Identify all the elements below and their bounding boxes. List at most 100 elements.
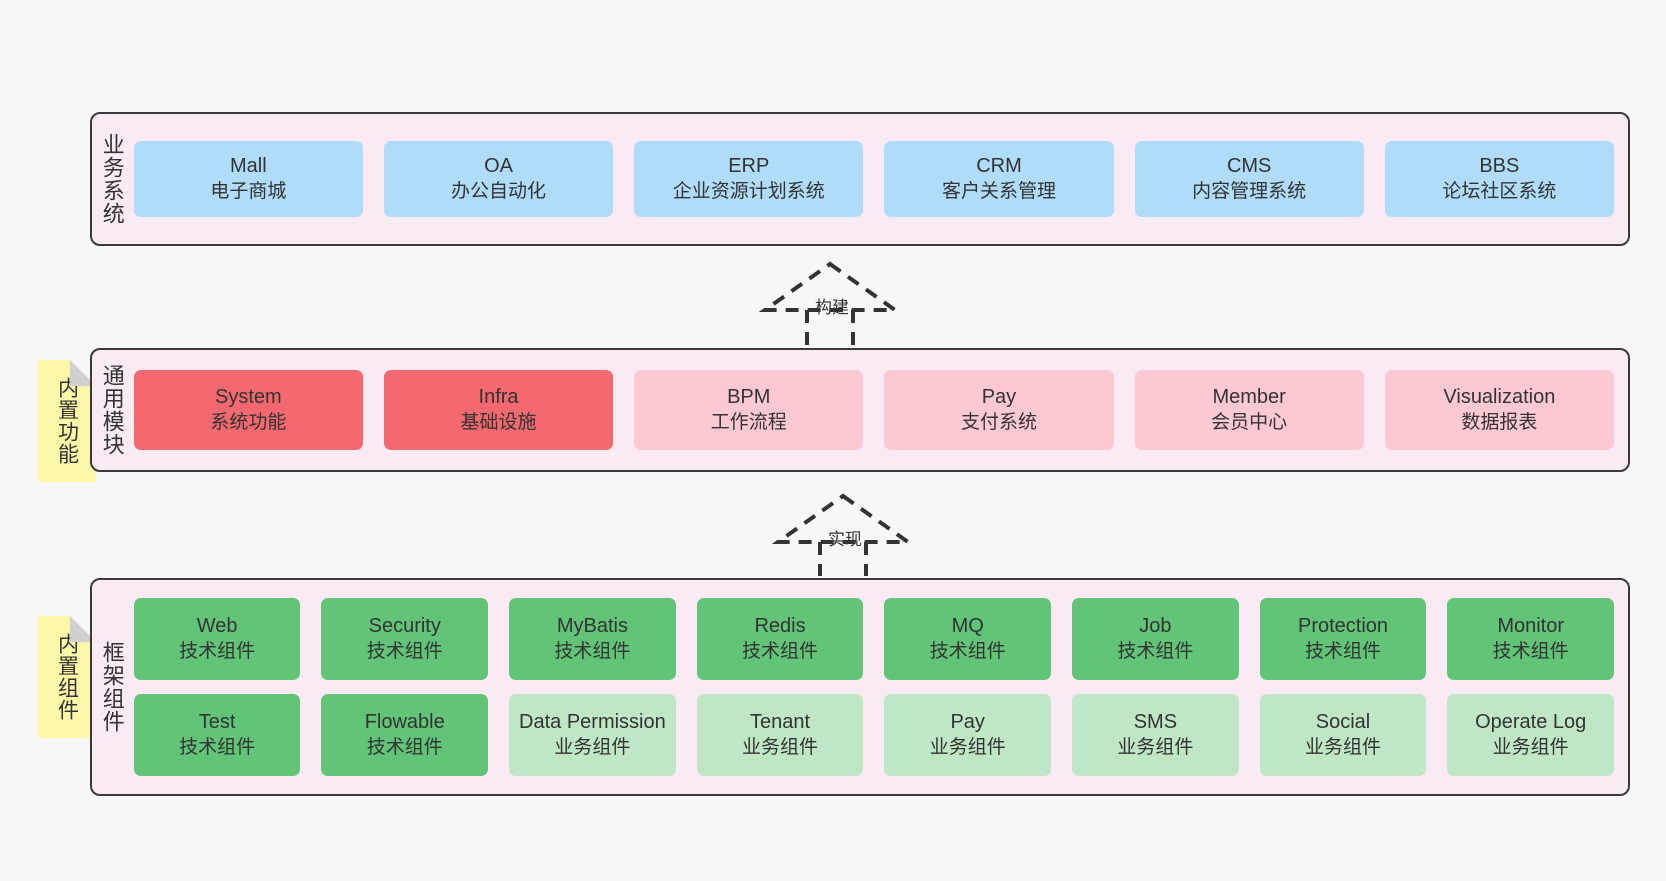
card-crm[interactable]: CRM 客户关系管理 bbox=[884, 141, 1114, 217]
card-title: Redis bbox=[754, 615, 806, 638]
card-subtitle: 数据报表 bbox=[1461, 411, 1538, 433]
card-mall[interactable]: Mall 电子商城 bbox=[133, 141, 363, 217]
layer-business-system: 业务系统 Mall 电子商城 OA 办公自动化 ERP 企业资源计划系统 CRM… bbox=[90, 112, 1630, 246]
card-title: Test bbox=[198, 711, 236, 734]
card-subtitle: 技术组件 bbox=[366, 736, 443, 758]
card-title: MyBatis bbox=[556, 615, 628, 638]
card-subtitle: 业务组件 bbox=[929, 736, 1006, 758]
card-oa[interactable]: OA 办公自动化 bbox=[383, 141, 614, 217]
card-title: Data Permission bbox=[519, 711, 666, 734]
card-pay[interactable]: Pay 支付系统 bbox=[884, 370, 1114, 450]
card-redis[interactable]: Redis 技术组件 bbox=[696, 598, 864, 680]
card-sms[interactable]: SMS 业务组件 bbox=[1072, 694, 1239, 776]
card-title: Flowable bbox=[364, 711, 445, 734]
card-title: Web bbox=[196, 615, 238, 638]
card-subtitle: 内容管理系统 bbox=[1192, 180, 1307, 202]
card-title: Tenant bbox=[750, 711, 811, 734]
card-title: Pay bbox=[950, 711, 985, 734]
note-builtin-component: 内置组件 bbox=[38, 616, 96, 738]
card-visualization[interactable]: Visualization 数据报表 bbox=[1384, 370, 1614, 450]
card-title: Monitor bbox=[1497, 615, 1565, 638]
card-bbs[interactable]: BBS 论坛社区系统 bbox=[1384, 141, 1614, 217]
card-infra[interactable]: Infra 基础设施 bbox=[383, 370, 614, 450]
card-subtitle: 技术组件 bbox=[1492, 640, 1569, 662]
card-subtitle: 工作流程 bbox=[710, 411, 787, 433]
layer-body-framework-component: Web 技术组件 Security 技术组件 MyBatis 技术组件 Redi… bbox=[130, 580, 1628, 794]
card-subtitle: 技术组件 bbox=[1305, 640, 1382, 662]
card-title: Social bbox=[1315, 711, 1371, 734]
card-title: BBS bbox=[1479, 155, 1520, 178]
card-subtitle: 业务组件 bbox=[554, 736, 631, 758]
card-title: Infra bbox=[478, 386, 519, 409]
card-subtitle: 技术组件 bbox=[929, 640, 1006, 662]
card-subtitle: 技术组件 bbox=[1117, 640, 1194, 662]
card-operate-log[interactable]: Operate Log 业务组件 bbox=[1447, 694, 1614, 776]
card-subtitle: 论坛社区系统 bbox=[1442, 180, 1557, 202]
card-title: Member bbox=[1212, 386, 1286, 409]
card-title: Visualization bbox=[1443, 386, 1556, 409]
connector-build-label: 构建 bbox=[815, 298, 849, 317]
card-title: System bbox=[215, 386, 282, 409]
note-builtin-function: 内置功能 bbox=[38, 360, 96, 482]
card-security[interactable]: Security 技术组件 bbox=[321, 598, 489, 680]
card-subtitle: 业务组件 bbox=[1117, 736, 1194, 758]
card-title: Operate Log bbox=[1475, 711, 1587, 734]
card-row: Web 技术组件 Security 技术组件 MyBatis 技术组件 Redi… bbox=[133, 598, 1614, 680]
card-title: CMS bbox=[1226, 155, 1272, 178]
card-subtitle: 业务组件 bbox=[742, 736, 819, 758]
card-subtitle: 会员中心 bbox=[1211, 411, 1288, 433]
card-monitor[interactable]: Monitor 技术组件 bbox=[1447, 598, 1614, 680]
card-bpm[interactable]: BPM 工作流程 bbox=[634, 370, 864, 450]
card-protection[interactable]: Protection 技术组件 bbox=[1259, 598, 1427, 680]
card-mq[interactable]: MQ 技术组件 bbox=[884, 598, 1052, 680]
card-subtitle: 支付系统 bbox=[960, 411, 1037, 433]
card-title: OA bbox=[484, 155, 513, 178]
card-title: Pay bbox=[981, 386, 1017, 409]
card-title: Protection bbox=[1297, 615, 1389, 638]
layer-title-business-system: 业务系统 bbox=[99, 133, 125, 225]
card-subtitle: 企业资源计划系统 bbox=[672, 180, 825, 202]
card-subtitle: 技术组件 bbox=[179, 736, 256, 758]
card-subtitle: 电子商城 bbox=[210, 180, 287, 202]
layer-title-framework-component: 框架组件 bbox=[99, 641, 125, 733]
card-title: MQ bbox=[951, 615, 984, 638]
card-row: Mall 电子商城 OA 办公自动化 ERP 企业资源计划系统 CRM 客户关系… bbox=[133, 141, 1614, 217]
card-subtitle: 技术组件 bbox=[179, 640, 256, 662]
card-subtitle: 系统功能 bbox=[210, 411, 287, 433]
card-pay-business[interactable]: Pay 业务组件 bbox=[884, 694, 1052, 776]
card-subtitle: 技术组件 bbox=[554, 640, 631, 662]
layer-common-module: 通用模块 System 系统功能 Infra 基础设施 BPM 工作流程 Pay… bbox=[90, 348, 1630, 472]
card-title: ERP bbox=[728, 155, 770, 178]
card-tenant[interactable]: Tenant 业务组件 bbox=[696, 694, 864, 776]
card-data-permission[interactable]: Data Permission 业务组件 bbox=[509, 694, 676, 776]
note-text: 内置功能 bbox=[55, 377, 79, 465]
layer-body-business-system: Mall 电子商城 OA 办公自动化 ERP 企业资源计划系统 CRM 客户关系… bbox=[130, 114, 1628, 244]
card-mybatis[interactable]: MyBatis 技术组件 bbox=[509, 598, 676, 680]
connector-implement-label: 实现 bbox=[828, 530, 862, 549]
card-title: Mall bbox=[230, 155, 267, 178]
card-system[interactable]: System 系统功能 bbox=[133, 370, 363, 450]
card-subtitle: 技术组件 bbox=[366, 640, 443, 662]
card-row: System 系统功能 Infra 基础设施 BPM 工作流程 Pay 支付系统… bbox=[133, 370, 1614, 450]
card-flowable[interactable]: Flowable 技术组件 bbox=[321, 694, 489, 776]
card-social[interactable]: Social 业务组件 bbox=[1259, 694, 1427, 776]
card-erp[interactable]: ERP 企业资源计划系统 bbox=[634, 141, 864, 217]
card-subtitle: 技术组件 bbox=[742, 640, 819, 662]
card-cms[interactable]: CMS 内容管理系统 bbox=[1134, 141, 1364, 217]
card-title: Security bbox=[368, 615, 441, 638]
card-member[interactable]: Member 会员中心 bbox=[1134, 370, 1364, 450]
card-subtitle: 业务组件 bbox=[1305, 736, 1382, 758]
card-test[interactable]: Test 技术组件 bbox=[133, 694, 301, 776]
card-subtitle: 办公自动化 bbox=[451, 180, 547, 202]
card-subtitle: 基础设施 bbox=[460, 411, 537, 433]
note-text: 内置组件 bbox=[55, 633, 79, 721]
card-job[interactable]: Job 技术组件 bbox=[1072, 598, 1239, 680]
card-title: Job bbox=[1139, 615, 1172, 638]
card-title: CRM bbox=[976, 155, 1022, 178]
card-subtitle: 客户关系管理 bbox=[941, 180, 1056, 202]
card-subtitle: 业务组件 bbox=[1492, 736, 1569, 758]
card-web[interactable]: Web 技术组件 bbox=[133, 598, 301, 680]
card-title: BPM bbox=[727, 386, 771, 409]
card-row: Test 技术组件 Flowable 技术组件 Data Permission … bbox=[133, 694, 1614, 776]
